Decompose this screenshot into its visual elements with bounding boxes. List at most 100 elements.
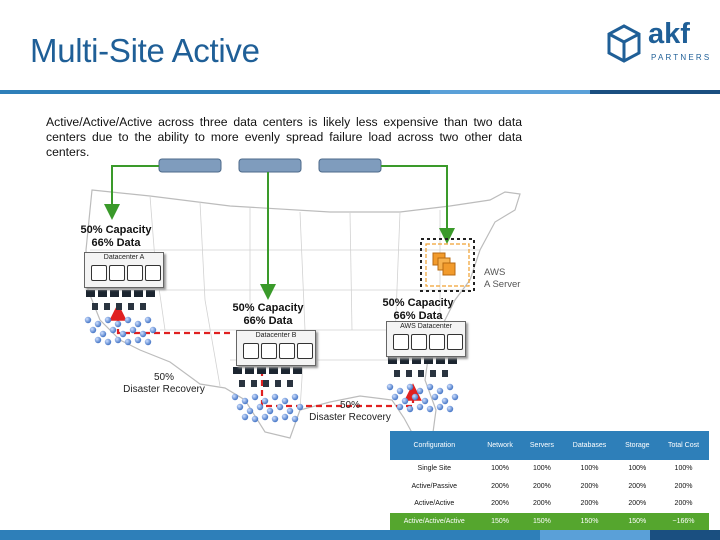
- storage-node-icon: [251, 393, 259, 401]
- table-cell: 200%: [533, 482, 551, 490]
- rack: [279, 343, 295, 359]
- datacenter-b-box: Datacenter B: [236, 330, 316, 366]
- server-icon: [86, 290, 95, 297]
- dr-right-percent: 50%: [339, 400, 360, 411]
- server-icon: [293, 367, 302, 374]
- database-icon: [287, 380, 293, 387]
- storage-node-icon: [451, 393, 459, 401]
- storage-node-icon: [401, 397, 409, 405]
- table-cell: Active/Active/Active: [390, 512, 479, 531]
- table-cell: 150%: [478, 512, 522, 531]
- storage-node-icon: [291, 415, 299, 423]
- storage-node-icon: [271, 393, 279, 401]
- storage-node-icon: [94, 336, 102, 344]
- storage-node-icon: [286, 407, 294, 415]
- aws-server-label: AWS A Server: [484, 267, 520, 291]
- storage-node-icon: [236, 403, 244, 411]
- table-cell: Single Site: [417, 465, 451, 473]
- datacenter-b-name: Datacenter B: [255, 332, 297, 339]
- datacenter-a-name: Datacenter A: [103, 254, 145, 261]
- table-cell: 200%: [533, 500, 551, 508]
- storage-node-icon: [411, 393, 419, 401]
- table-cell: 150%: [521, 512, 563, 531]
- dr-right-text: Disaster Recovery: [309, 412, 391, 423]
- storage-node-icon: [446, 405, 454, 413]
- server-farm-aws: [386, 357, 459, 413]
- storage-node-icon: [386, 383, 394, 391]
- storage-node-icon: [291, 393, 299, 401]
- datacenter-a-box: Datacenter A: [84, 252, 164, 288]
- storage-node-icon: [406, 405, 414, 413]
- table-cell: Active/Passive: [411, 482, 458, 490]
- table-cell: 150%: [562, 512, 617, 531]
- column-header: Servers: [521, 431, 563, 460]
- storage-node-icon: [144, 316, 152, 324]
- table-cell: 100%: [533, 465, 551, 473]
- storage-node-icon: [149, 326, 157, 334]
- storage-node-icon: [134, 320, 142, 328]
- logo-text: akf: [648, 18, 690, 50]
- rack: [429, 334, 445, 350]
- storage-node-icon: [416, 403, 424, 411]
- storage-node-icon: [281, 397, 289, 405]
- storage-node-icon: [436, 403, 444, 411]
- storage-node-icon: [109, 326, 117, 334]
- site-aws-label: 50% Capacity 66% Data: [372, 297, 464, 323]
- dr-left-percent: 50%: [153, 372, 174, 383]
- dr-label-right: 50% Disaster Recovery: [300, 400, 400, 424]
- storage-node-icon: [246, 407, 254, 415]
- storage-node-icon: [271, 415, 279, 423]
- site-b-capacity: 50% Capacity: [232, 302, 304, 314]
- storage-node-icon: [231, 393, 239, 401]
- database-icon: [275, 380, 281, 387]
- table-cell: 100%: [674, 465, 693, 473]
- server-icon: [98, 290, 107, 297]
- database-icon: [430, 370, 436, 377]
- site-b-data: 66% Data: [243, 315, 293, 327]
- site-a-data: 66% Data: [91, 237, 141, 249]
- load-balancer-1: [158, 158, 222, 173]
- storage-node-icon: [114, 336, 122, 344]
- footer-bar: [0, 530, 720, 540]
- rack: [243, 343, 259, 359]
- storage-node-icon: [391, 393, 399, 401]
- storage-node-icon: [241, 397, 249, 405]
- load-balancer-3: [318, 158, 382, 173]
- rack: [127, 265, 143, 281]
- rack: [411, 334, 427, 350]
- load-balancer-2: [238, 158, 302, 173]
- storage-node-icon: [281, 413, 289, 421]
- storage-node-icon: [421, 397, 429, 405]
- storage-node-icon: [406, 383, 414, 391]
- server-icon: [412, 357, 421, 364]
- storage-node-icon: [416, 387, 424, 395]
- rack: [297, 343, 313, 359]
- database-icon: [418, 370, 424, 377]
- server-icon: [122, 290, 131, 297]
- storage-node-icon: [436, 387, 444, 395]
- storage-node-icon: [99, 330, 107, 338]
- storage-node-icon: [396, 387, 404, 395]
- table-cell: ~166%: [658, 512, 709, 531]
- database-icon: [116, 303, 122, 310]
- storage-node-icon: [426, 405, 434, 413]
- storage-node-icon: [446, 383, 454, 391]
- server-icon: [110, 290, 119, 297]
- table-cell: 200%: [491, 482, 510, 490]
- rack: [447, 334, 463, 350]
- storage-node-icon: [256, 403, 264, 411]
- storage-node-icon: [261, 397, 269, 405]
- storage-node-icon: [296, 403, 304, 411]
- storage-node-icon: [94, 320, 102, 328]
- site-aws-data: 66% Data: [393, 310, 443, 322]
- storage-node-icon: [89, 326, 97, 334]
- storage-node-icon: [134, 336, 142, 344]
- server-icon: [257, 367, 266, 374]
- rack: [393, 334, 409, 350]
- rack: [109, 265, 125, 281]
- logo-subtitle: PARTNERS: [651, 53, 712, 62]
- storage-node-icon: [104, 316, 112, 324]
- server-icon: [400, 357, 409, 364]
